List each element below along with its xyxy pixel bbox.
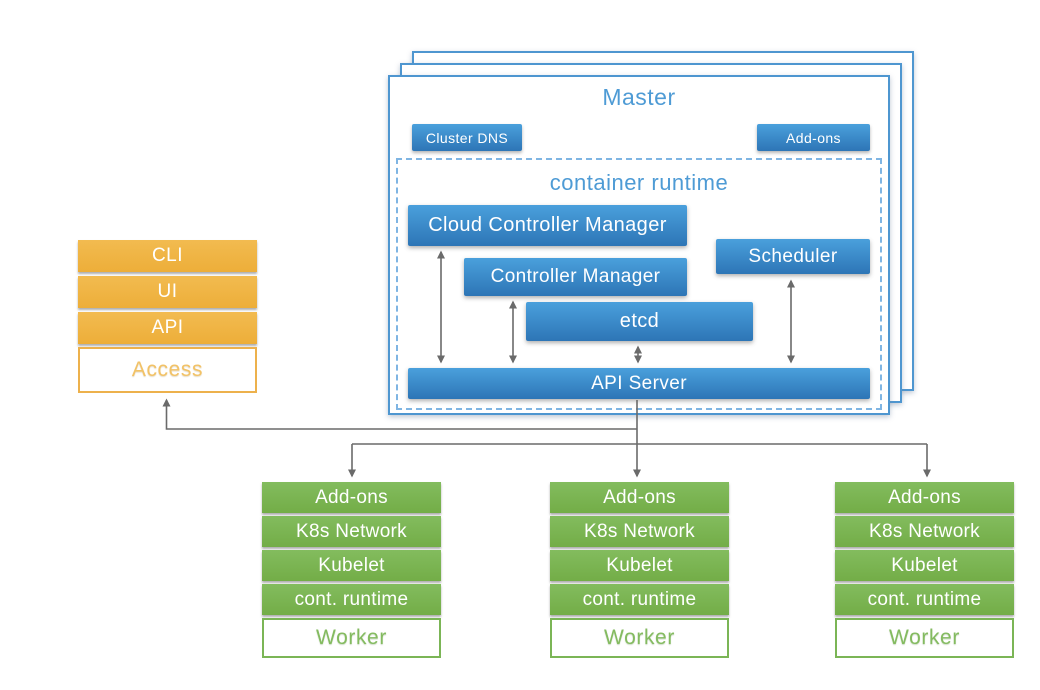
worker2-cont-runtime-row: cont. runtime [550,584,729,615]
worker1-k8s-network-row: K8s Network [262,516,441,547]
worker-stack-3: Add-ons K8s Network Kubelet cont. runtim… [835,482,1014,658]
access-label-box: Access [78,347,257,393]
worker3-label-box: Worker [835,618,1014,658]
worker3-k8s-network-row: K8s Network [835,516,1014,547]
master-title: Master [602,84,676,110]
container-runtime-panel [396,158,882,410]
scheduler-node: Scheduler [716,239,870,274]
worker2-kubelet-row: Kubelet [550,550,729,581]
controller-manager-node: Controller Manager [464,258,687,296]
etcd-node: etcd [526,302,753,341]
worker1-addons-row: Add-ons [262,482,441,513]
cloud-controller-manager-node: Cloud Controller Manager [408,205,687,246]
worker1-cont-runtime-row: cont. runtime [262,584,441,615]
worker2-addons-row: Add-ons [550,482,729,513]
master-addons-node: Add-ons [757,124,870,151]
api-server-node: API Server [408,368,870,399]
worker1-label-box: Worker [262,618,441,658]
worker1-kubelet-row: Kubelet [262,550,441,581]
worker2-label-box: Worker [550,618,729,658]
cluster-dns-node: Cluster DNS [412,124,522,151]
access-item-ui: UI [78,276,257,308]
worker-stack-1: Add-ons K8s Network Kubelet cont. runtim… [262,482,441,658]
container-runtime-title: container runtime [549,170,729,195]
access-item-cli: CLI [78,240,257,272]
worker3-kubelet-row: Kubelet [835,550,1014,581]
worker-stack-2: Add-ons K8s Network Kubelet cont. runtim… [550,482,729,658]
worker3-cont-runtime-row: cont. runtime [835,584,1014,615]
worker3-addons-row: Add-ons [835,482,1014,513]
worker2-k8s-network-row: K8s Network [550,516,729,547]
access-item-api: API [78,312,257,344]
